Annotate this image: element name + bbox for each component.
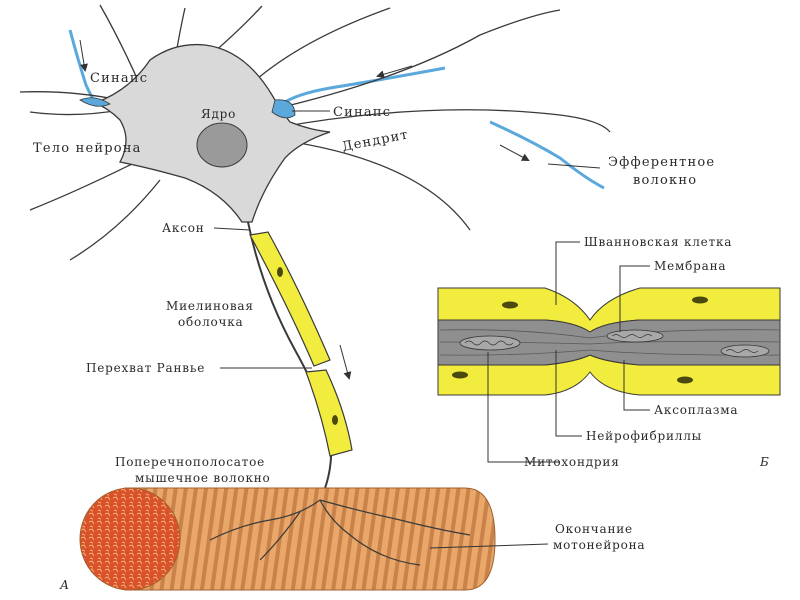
efferent-fiber [489, 120, 605, 190]
label-muscle-line2: мышечное волокно [135, 471, 271, 485]
panel-b: Шванновская клетка Мембрана Аксоплазма Н… [437, 235, 781, 469]
motor-endings [209, 499, 471, 566]
direction-arrow [499, 144, 530, 161]
leader-lines [213, 110, 601, 549]
label-axon: Аксон [162, 221, 205, 235]
label-panel-b: Б [759, 455, 769, 469]
label-neuron-body: Тело нейрона [33, 141, 142, 156]
label-mitochondria: Митохондрия [524, 455, 620, 469]
myelin-nucleus [277, 267, 283, 277]
myelin-segment-2 [305, 369, 353, 457]
label-ending-line2: мотонейрона [553, 538, 645, 552]
label-ending-line1: Окончание [555, 522, 633, 536]
label-efferent-line1: Эфферентное [608, 155, 715, 170]
synapse-bulb-top [79, 97, 111, 107]
leader-lines-b [487, 241, 650, 463]
label-muscle-line1: Поперечнополосатое [115, 455, 265, 469]
label-ranvier: Перехват Ранвье [86, 361, 205, 375]
label-synapse-right: Синапс [333, 105, 391, 120]
label-schwann: Шванновская клетка [584, 235, 732, 249]
schwann-nuclei [452, 296, 708, 384]
direction-arrow [79, 39, 88, 72]
label-efferent-line2: волокно [633, 173, 697, 188]
label-myelin-line2: оболочка [178, 315, 244, 329]
myelin-nucleus [332, 415, 338, 425]
label-myelin-line1: Миелиновая [166, 299, 254, 313]
synapse-bulb-right [271, 99, 296, 119]
synapse-fiber-right [281, 66, 446, 106]
direction-arrow [339, 344, 352, 380]
label-neurofibrils: Нейрофибриллы [586, 429, 702, 443]
direction-arrow [376, 65, 413, 79]
label-membrane: Мембрана [654, 259, 726, 273]
panel-a: Синапс Ядро Синапс Тело нейрона Дендрит … [19, 4, 715, 592]
label-synapse-top: Синапс [90, 71, 148, 86]
label-nucleus: Ядро [201, 107, 236, 121]
label-panel-a: А [59, 578, 69, 592]
myelin-segment-1 [249, 231, 331, 367]
label-dendrite: Дендрит [341, 127, 410, 155]
label-axoplasm: Аксоплазма [654, 403, 738, 417]
muscle-fiber [79, 487, 496, 591]
mitochondria [459, 329, 770, 358]
nucleus [196, 122, 248, 168]
